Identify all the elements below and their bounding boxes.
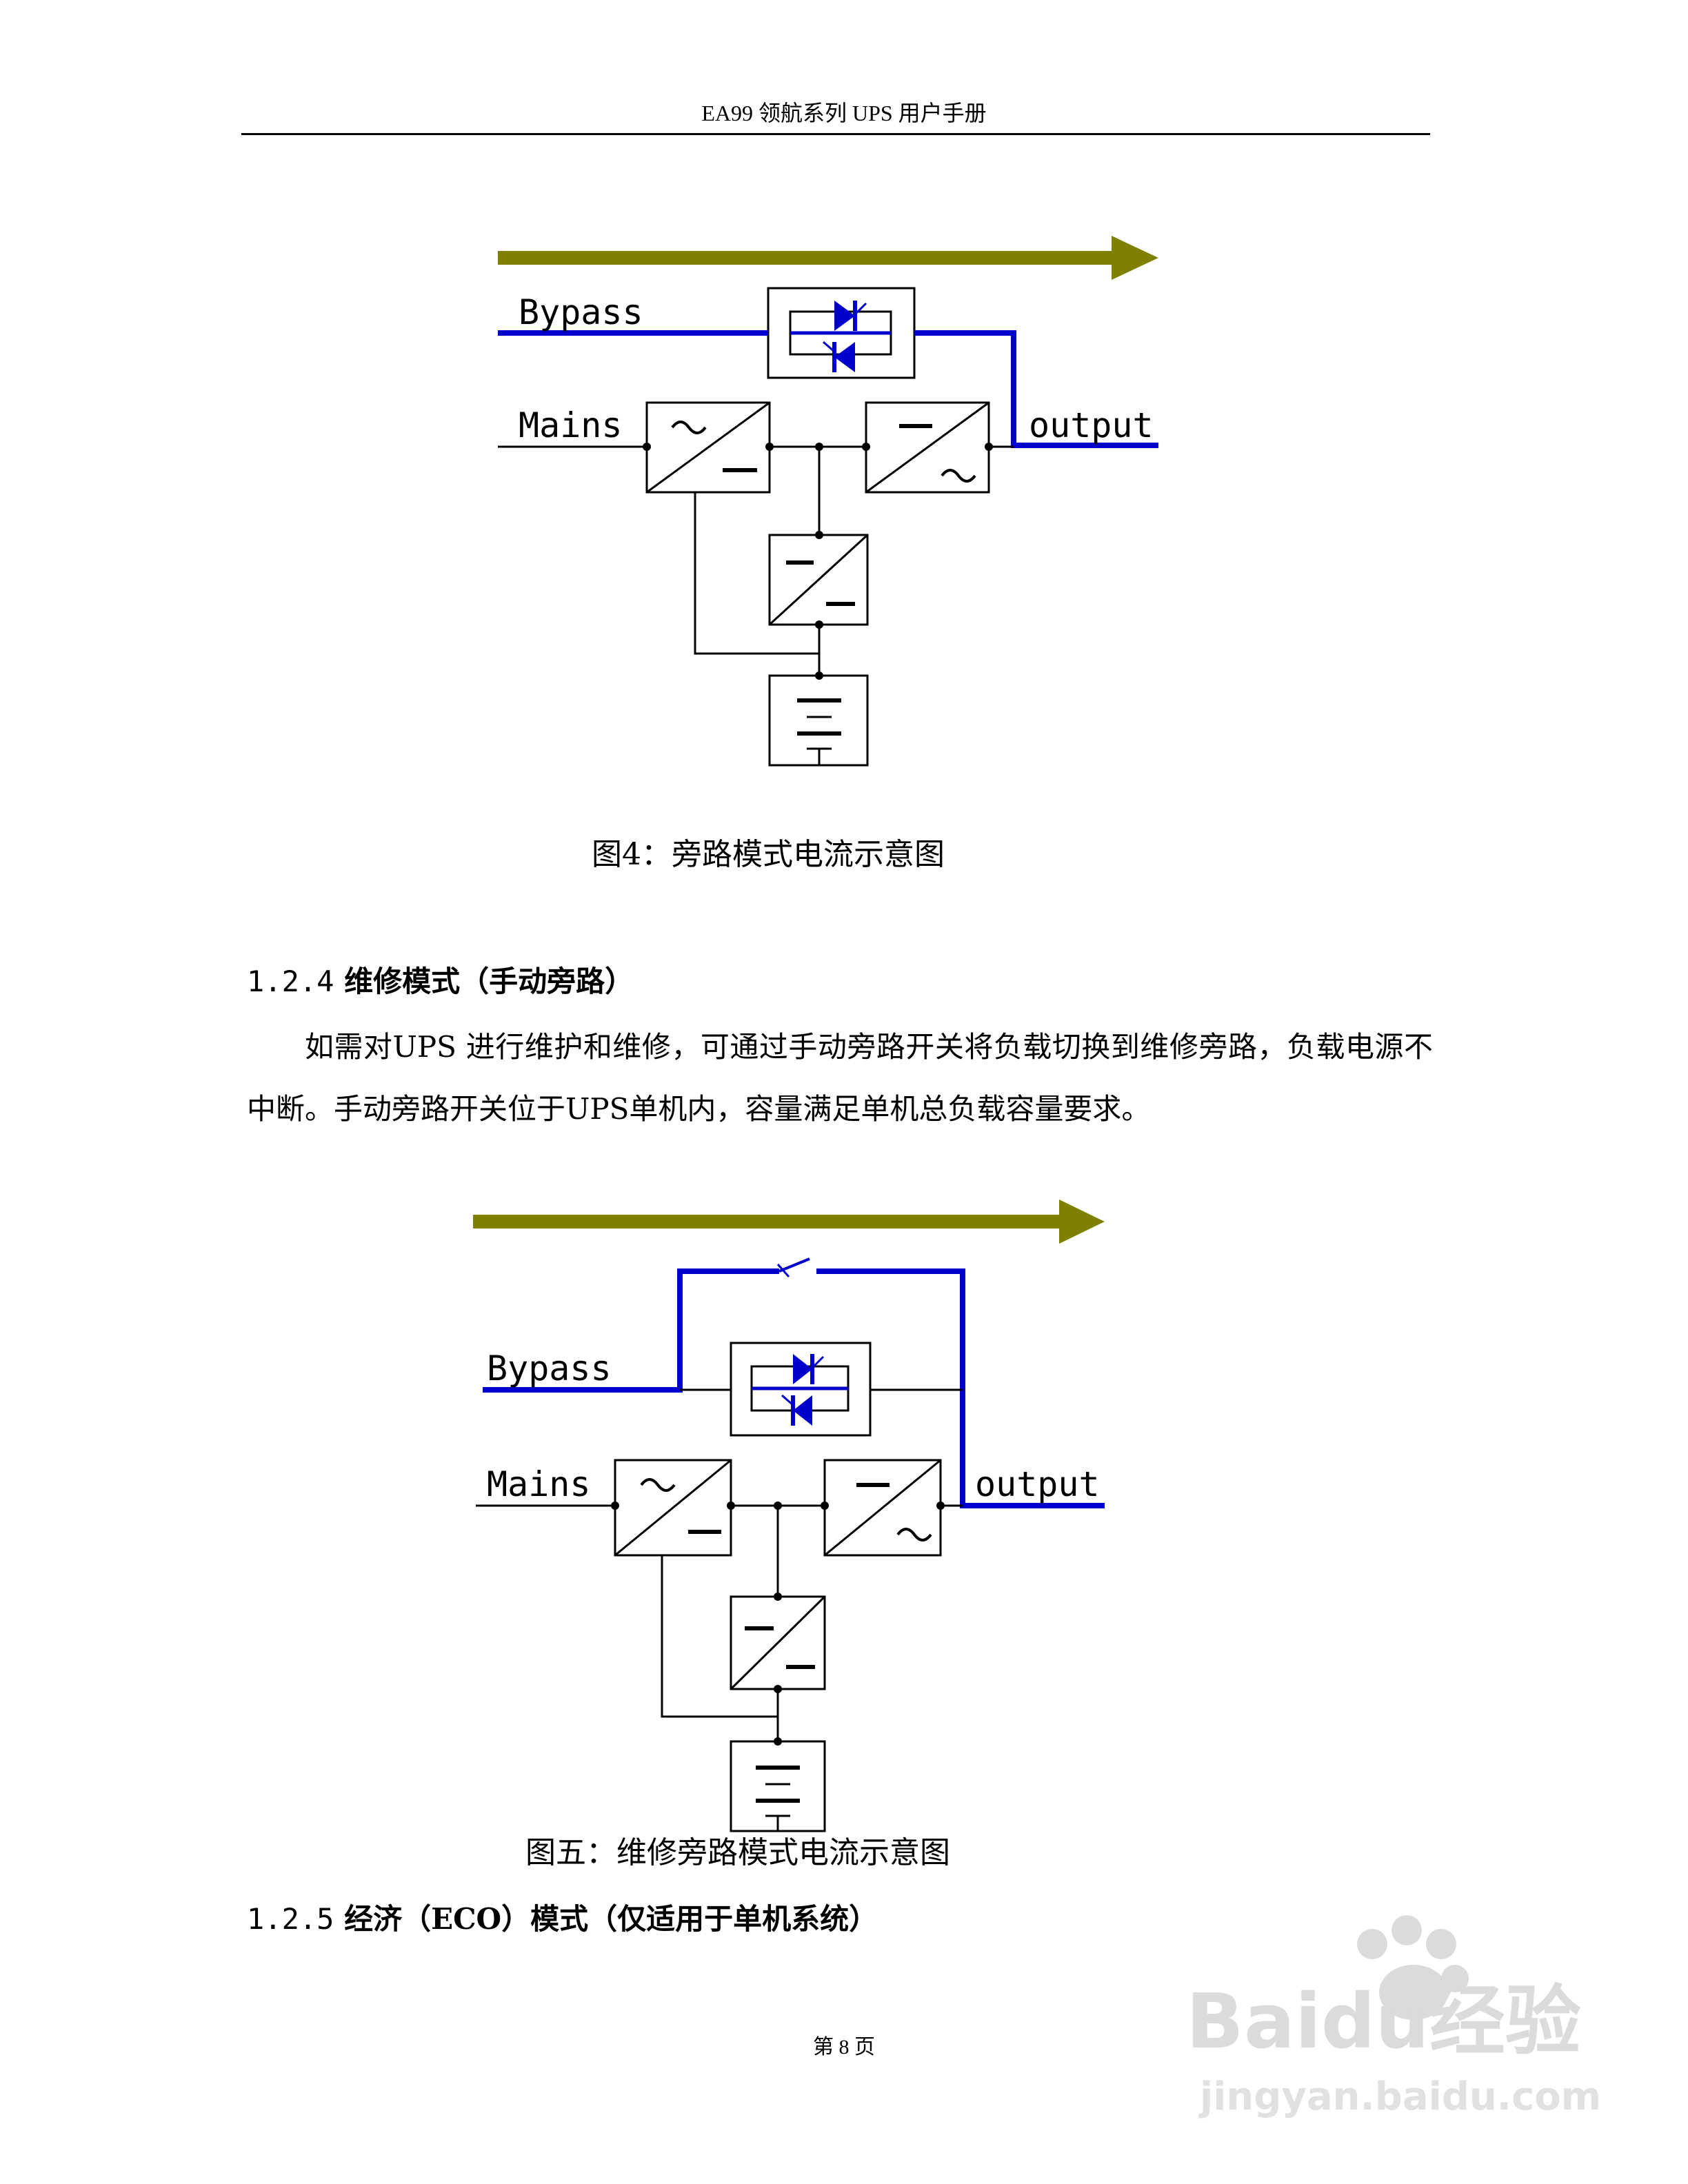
flow-arrow <box>473 1200 1105 1244</box>
section-124-paragraph: 如需对UPS 进行维护和维修，可通过手动旁路开关将负载切换到维修旁路，负载电源不… <box>247 1016 1433 1140</box>
section-124-title: 维修模式（手动旁路） <box>344 964 634 998</box>
figure-maintenance-bypass-diagram: Bypass Mains output <box>473 1200 1105 1832</box>
figure4-caption: 图4：旁路模式电流示意图 <box>592 837 945 872</box>
maintenance-bypass-path <box>483 1268 779 1393</box>
bypass-label: Bypass <box>487 1348 612 1388</box>
inverter-block <box>823 1459 942 1557</box>
flow-arrow <box>498 236 1158 280</box>
static-switch-block <box>730 1342 872 1437</box>
section-124-heading: 1.2.4 维修模式（手动旁路） <box>247 962 634 1001</box>
header-title: EA99 领航系列 UPS 用户手册 <box>701 101 987 125</box>
section-125-heading: 1.2.5 经济（ECO）模式（仅适用于单机系统） <box>247 1900 878 1939</box>
section-124-number: 1.2.4 <box>247 964 334 998</box>
watermark-brand: Baidu经验 <box>1186 1977 1581 2065</box>
bypass-label: Bypass <box>519 292 643 332</box>
section-125-number: 1.2.5 <box>247 1902 334 1936</box>
output-current-path <box>914 330 1158 448</box>
page-number: 第 8 页 <box>813 2036 875 2059</box>
mains-label: Mains <box>519 405 623 445</box>
figure5-caption: 图五：维修旁路模式电流示意图 <box>525 1835 950 1870</box>
manual-bypass-switch <box>776 1257 810 1277</box>
figure-bypass-mode-diagram: Bypass Mains output <box>498 236 1158 767</box>
watermark-url: jingyan.baidu.com <box>1198 2074 1600 2119</box>
charger-block <box>730 1595 826 1690</box>
paw-logo-icon <box>1357 1915 1469 2020</box>
battery-block <box>768 674 869 767</box>
output-label: output <box>975 1464 1100 1504</box>
paragraph-text: 如需对UPS 进行维护和维修，可通过手动旁路开关将负载切换到维修旁路，负载电源不… <box>247 1030 1433 1126</box>
output-label: output <box>1029 405 1154 445</box>
maintenance-output-path <box>816 1268 1105 1508</box>
header-rule <box>241 133 1430 135</box>
section-125-title: 经济（ECO）模式（仅适用于单机系统） <box>344 1902 878 1936</box>
rectifier-block <box>614 1459 732 1557</box>
baidu-jingyan-watermark: Baidu经验 jingyan.baidu.com <box>1186 1915 1600 2119</box>
battery-block <box>730 1740 826 1832</box>
mains-label: Mains <box>487 1464 591 1504</box>
